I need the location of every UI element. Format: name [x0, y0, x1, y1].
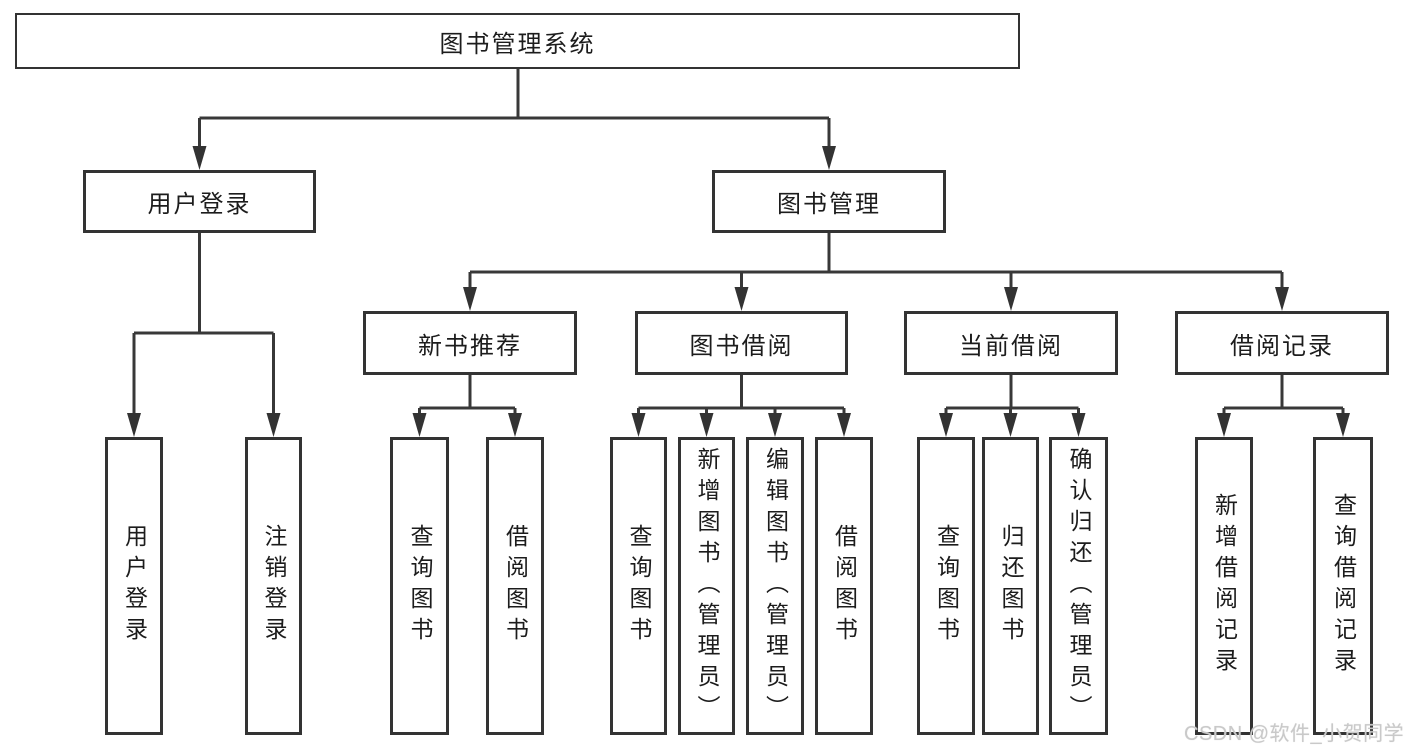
- connector-book-mgmt-group: [468, 233, 1284, 288]
- leaf-query-borrow-record: 查询借阅记录: [1313, 437, 1373, 735]
- connector-records-group: [1222, 375, 1345, 414]
- arrowheads: [127, 146, 1350, 437]
- leaf-borrow-books-2: 借阅图书: [815, 437, 873, 735]
- node-current-borrowing: 当前借阅: [904, 311, 1118, 375]
- node-user-login: 用户登录: [83, 170, 316, 233]
- node-label: 编辑图书（管理员）: [762, 446, 789, 726]
- node-label: 当前借阅: [959, 332, 1063, 360]
- node-label: 查询借阅记录: [1330, 493, 1357, 679]
- leaf-confirm-return-admin: 确认归还（管理员）: [1049, 437, 1108, 735]
- node-label: 图书管理系统: [439, 30, 596, 58]
- node-label: 借阅记录: [1230, 332, 1334, 360]
- node-label: 新书推荐: [418, 332, 522, 360]
- node-label: 借阅图书: [502, 524, 529, 648]
- leaf-edit-books-admin: 编辑图书（管理员）: [746, 437, 804, 735]
- node-label: 查询图书: [407, 524, 433, 648]
- node-book-borrowing: 图书借阅: [635, 311, 848, 375]
- leaf-query-books-1: 查询图书: [390, 437, 449, 735]
- node-label: 查询图书: [626, 524, 652, 648]
- node-label: 归还图书: [998, 524, 1024, 648]
- leaf-add-books-admin: 新增图书（管理员）: [678, 437, 735, 735]
- leaf-add-borrow-record: 新增借阅记录: [1195, 437, 1253, 735]
- node-label: 新增图书（管理员）: [694, 446, 720, 726]
- leaf-query-books-3: 查询图书: [917, 437, 975, 735]
- leaf-query-books-2: 查询图书: [610, 437, 667, 735]
- node-label: 借阅图书: [831, 524, 858, 648]
- leaf-return-books: 归还图书: [982, 437, 1039, 735]
- node-label: 图书管理: [777, 191, 881, 218]
- leaf-user-login: 用户登录: [105, 437, 163, 735]
- node-borrow-records: 借阅记录: [1175, 311, 1389, 375]
- node-book-management: 图书管理: [712, 170, 946, 233]
- node-label: 用户登录: [147, 191, 252, 218]
- connector-borrow-group: [637, 375, 846, 414]
- node-label: 用户登录: [121, 524, 148, 648]
- node-new-book-recommend: 新书推荐: [363, 311, 577, 375]
- connector-root: [198, 69, 831, 147]
- node-root-system: 图书管理系统: [15, 13, 1020, 69]
- connector-new-book-group: [418, 375, 517, 414]
- node-label: 查询图书: [933, 524, 960, 648]
- node-label: 确认归还（管理员）: [1066, 446, 1092, 726]
- leaf-borrow-books-1: 借阅图书: [486, 437, 544, 735]
- csdn-watermark: CSDN @软件_小贺同学: [1184, 723, 1405, 745]
- leaf-logout: 注销登录: [245, 437, 302, 735]
- node-label: 新增借阅记录: [1211, 493, 1238, 679]
- connector-current-group: [944, 375, 1080, 414]
- connector-user-login-group: [132, 233, 275, 414]
- node-label: 注销登录: [261, 524, 287, 648]
- node-label: 图书借阅: [689, 332, 794, 360]
